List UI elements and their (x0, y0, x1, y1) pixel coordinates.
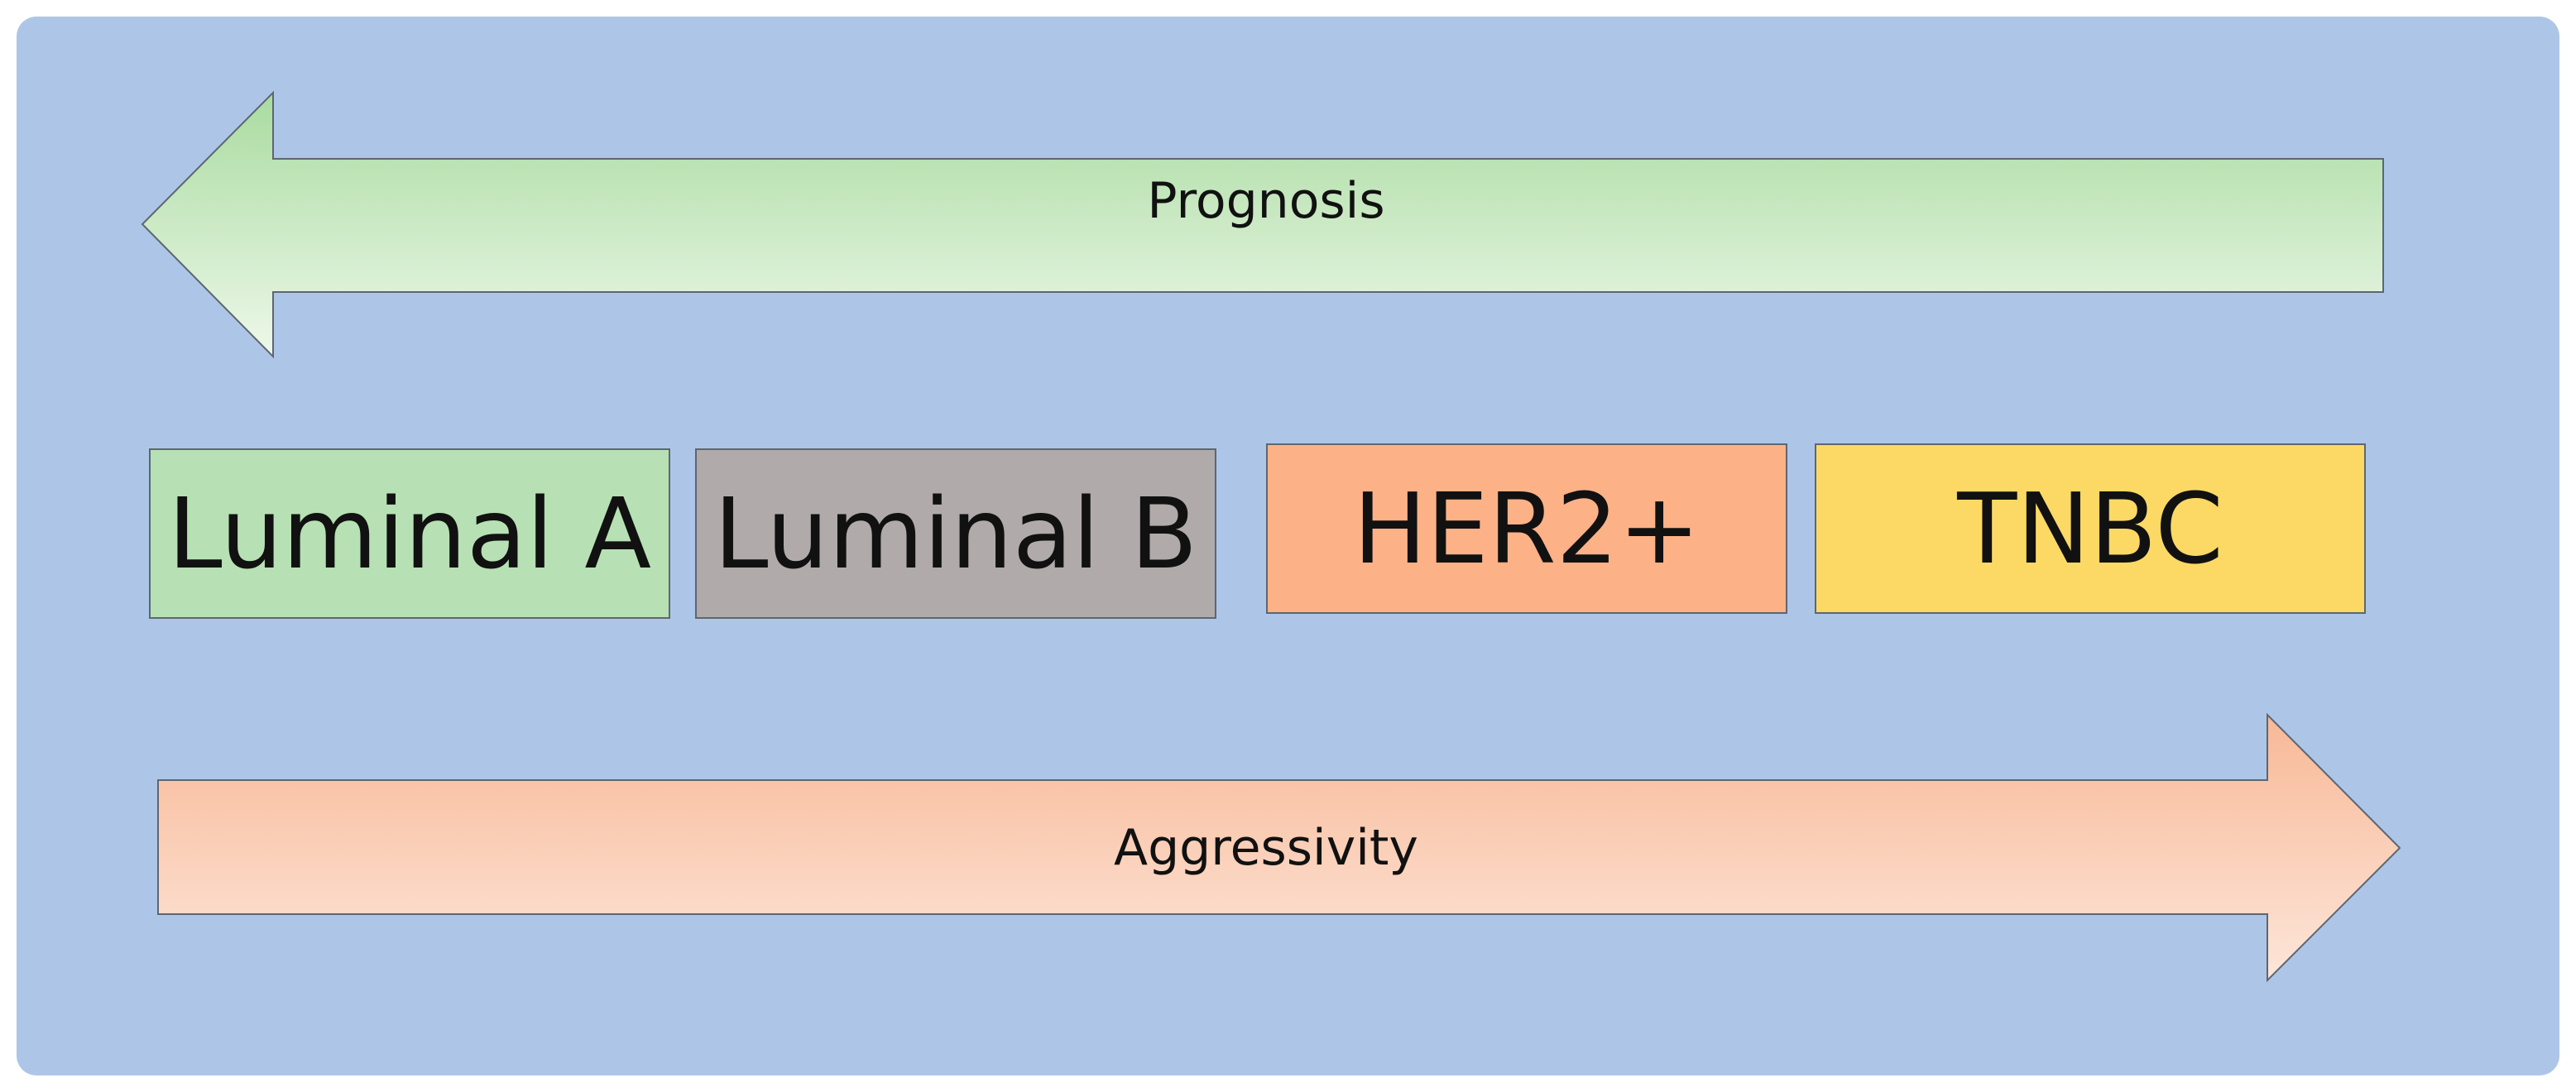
aggressivity-arrow-shape (157, 712, 2401, 983)
subtype-box-luminal-b: Luminal B (695, 448, 1216, 619)
subtype-box-her2: HER2+ (1266, 443, 1787, 614)
subtype-box-luminal-a: Luminal A (149, 448, 670, 619)
aggressivity-arrow: Aggressivity (157, 712, 2401, 983)
subtype-label-luminal-a: Luminal A (167, 477, 652, 591)
subtype-label-luminal-b: Luminal B (713, 477, 1198, 591)
subtype-label-her2: HER2+ (1353, 472, 1701, 586)
subtype-label-tnbc: TNBC (1957, 472, 2223, 586)
prognosis-label: Prognosis (1147, 172, 1384, 230)
subtype-box-tnbc: TNBC (1815, 443, 2366, 614)
prognosis-arrow: Prognosis (141, 90, 2384, 359)
prognosis-arrow-shape (141, 90, 2384, 359)
aggressivity-label: Aggressivity (1114, 819, 1418, 877)
